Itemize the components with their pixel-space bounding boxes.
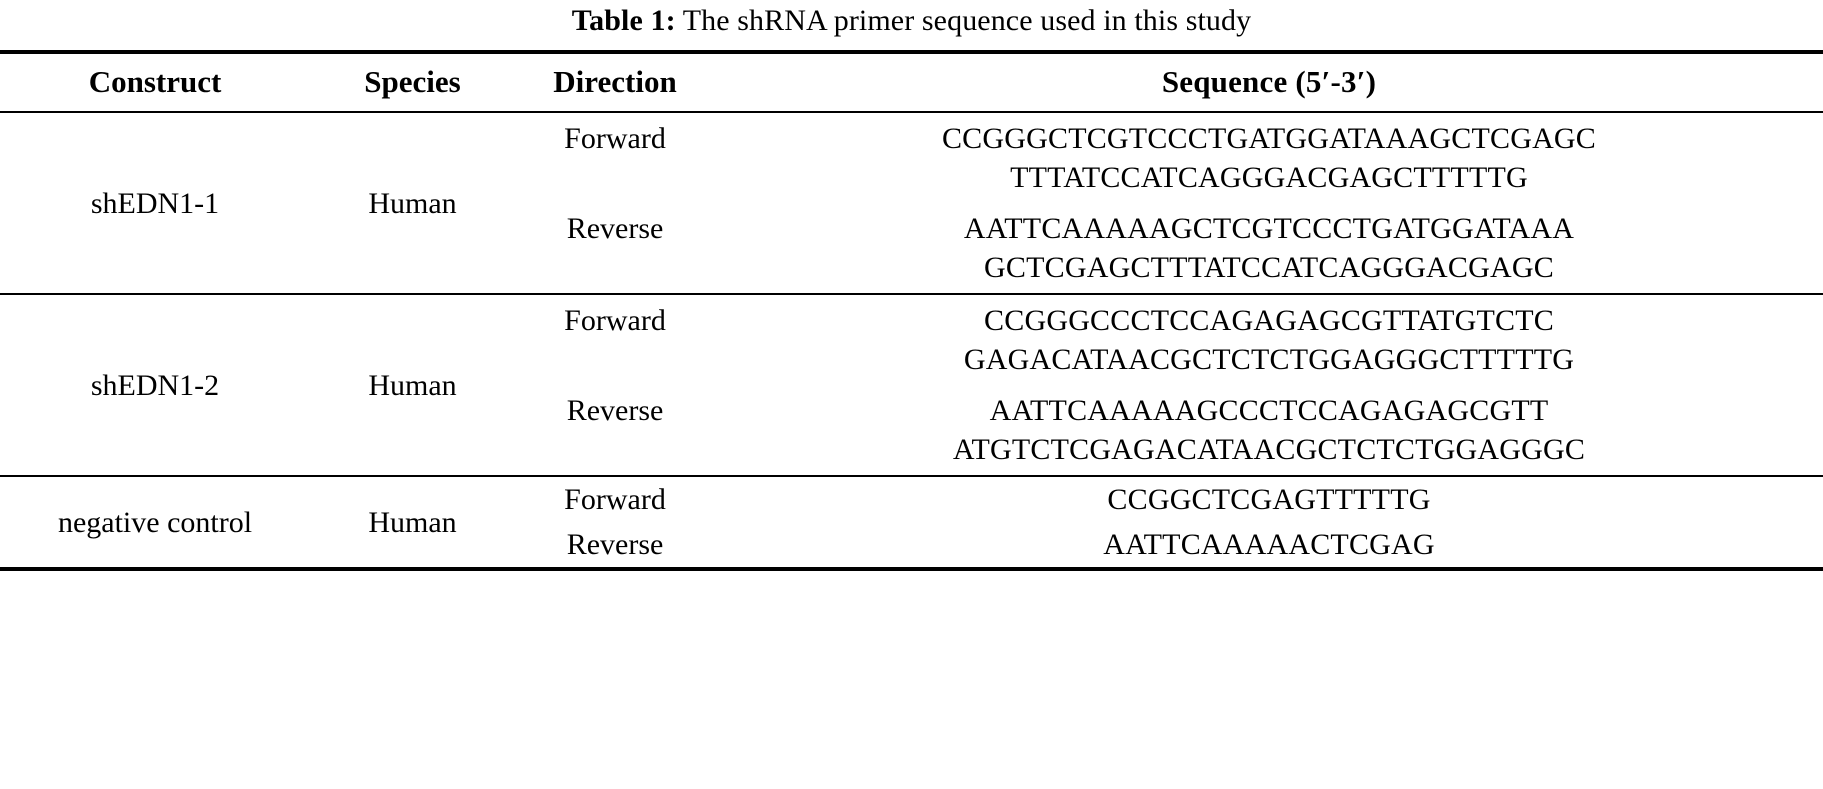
sequence-line: CCGGCTCGAGTTTTTG (1107, 483, 1431, 516)
cell-sequence: AATTCAAAAAGCTCGTCCCTGATGGATAAA GCTCGAGCT… (715, 203, 1823, 294)
shrna-primer-table: Construct Species Direction Sequence (5′… (0, 50, 1823, 573)
cell-direction: Reverse (566, 528, 664, 561)
cell-direction: Reverse (566, 212, 664, 245)
cell-direction: Reverse (566, 394, 664, 427)
cell-species: Human (368, 505, 457, 539)
table-header: Construct Species Direction Sequence (5′… (0, 50, 1823, 114)
column-header-direction: Direction (553, 64, 677, 99)
column-header-species: Species (364, 64, 461, 99)
column-header-construct: Construct (88, 64, 222, 99)
sequence-line: ATGTCTCGAGACATAACGCTCTCTGGAGGGC (952, 433, 1586, 466)
table-row: negative control Human Forward CCGGCTCGA… (0, 477, 1823, 539)
cell-construct: shEDN1-1 (90, 186, 220, 220)
column-header-sequence: Sequence (5′-3′) (1161, 64, 1377, 99)
cell-species: Human (368, 186, 457, 220)
sequence-line: GAGACATAACGCTCTCTGGAGGGCTTTTTG (963, 343, 1575, 376)
cell-construct: shEDN1-2 (90, 368, 220, 402)
sequence-line: AATTCAAAAAGCTCGTCCCTGATGGATAAA (963, 212, 1575, 245)
cell-direction: Forward (564, 122, 666, 155)
table-row: Reverse AATTCAAAAAGCTCGTCCCTGATGGATAAA G… (0, 203, 1823, 294)
sequence-line: CCGGGCTCGTCCCTGATGGATAAAGCTCGAGC (941, 122, 1597, 155)
table-row: Reverse AATTCAAAAAGCCCTCCAGAGAGCGTT ATGT… (0, 385, 1823, 476)
table-row: shEDN1-2 Human Forward CCGGGCCCTCCAGAGAG… (0, 295, 1823, 402)
cell-direction: Forward (564, 483, 666, 516)
cell-sequence: CCGGCTCGAGTTTTTG (715, 477, 1823, 522)
table-body: shEDN1-1 Human Forward CCGGGCTCGTCCCTGAT… (0, 113, 1823, 573)
cell-sequence: CCGGGCTCGTCCCTGATGGATAAAGCTCGAGC TTTATCC… (715, 113, 1823, 203)
table-row: shEDN1-1 Human Forward CCGGGCTCGTCCCTGAT… (0, 113, 1823, 220)
rule-bottom (0, 567, 1823, 573)
cell-sequence: AATTCAAAAAGCCCTCCAGAGAGCGTT ATGTCTCGAGAC… (715, 385, 1823, 476)
cell-species: Human (368, 368, 457, 402)
header-row: Construct Species Direction Sequence (5′… (0, 54, 1823, 112)
cell-direction: Forward (564, 304, 666, 337)
table-caption-text: The shRNA primer sequence used in this s… (682, 4, 1252, 37)
cell-sequence: AATTCAAAAACTCGAG (715, 522, 1823, 569)
sequence-line: CCGGGCCCTCCAGAGAGCGTTATGTCTC (984, 304, 1554, 337)
cell-sequence: CCGGGCCCTCCAGAGAGCGTTATGTCTC GAGACATAACG… (715, 295, 1823, 385)
sequence-line: AATTCAAAAAGCCCTCCAGAGAGCGTT (989, 394, 1549, 427)
table-caption: Table 1: The shRNA primer sequence used … (0, 0, 1823, 50)
sequence-line: TTTATCCATCAGGGACGAGCTTTTTG (1010, 161, 1528, 194)
sequence-line: GCTCGAGCTTTATCCATCAGGGACGAGC (984, 251, 1554, 284)
cell-construct: negative control (57, 505, 253, 539)
table-caption-label: Table 1: (571, 4, 676, 37)
sequence-line: AATTCAAAAACTCGAG (1103, 528, 1435, 561)
table-row: Reverse AATTCAAAAACTCGAG (0, 522, 1823, 569)
